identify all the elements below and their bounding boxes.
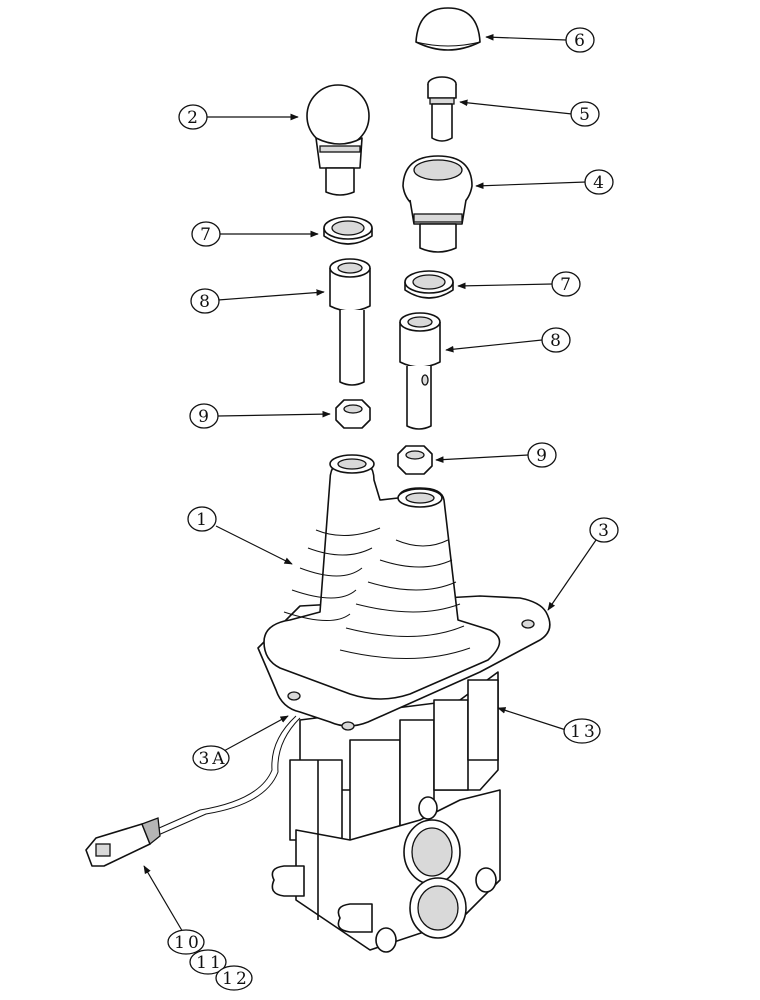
part-2-left-knob (306, 84, 370, 196)
callout-3-label: 3 (598, 521, 612, 541)
callout-7-left-label: 7 (200, 225, 214, 245)
callout-3A: 3A (192, 745, 230, 771)
callout-9-left: 9 (189, 403, 219, 429)
part-7-washer-right (404, 270, 454, 299)
callout-9-left-label: 9 (198, 407, 212, 427)
part-1-bellows-boot (263, 454, 501, 700)
part-5-plunger (427, 76, 457, 142)
part-8-sleeve-left (329, 258, 371, 386)
callout-13-label: 13 (570, 722, 598, 742)
callout-4: 4 (584, 169, 614, 195)
part-9-nut-left (335, 399, 371, 429)
part-8-sleeve-right (399, 312, 441, 430)
callout-7-right-label: 7 (560, 275, 574, 295)
part-6-dome-cap (415, 7, 481, 51)
leader-lines (143, 33, 597, 935)
callout-7-left: 7 (191, 221, 221, 247)
part-4-right-knob (402, 155, 473, 253)
callout-3A-label: 3A (198, 749, 227, 769)
callout-4-label: 4 (593, 173, 607, 193)
callout-2-label: 2 (187, 108, 201, 128)
callout-3: 3 (589, 517, 619, 543)
callout-6-label: 6 (574, 31, 588, 51)
part-7-washer-left (323, 216, 373, 245)
callout-8-left-label: 8 (199, 292, 213, 312)
callout-9-right: 9 (527, 442, 557, 468)
callout-9-right-label: 9 (536, 446, 550, 466)
callout-11-label: 11 (196, 953, 224, 973)
callout-8-left: 8 (190, 288, 220, 314)
callout-2: 2 (178, 104, 208, 130)
part-10-wire-connector (85, 715, 301, 867)
callout-8-right-label: 8 (550, 331, 564, 351)
callout-7-right: 7 (551, 271, 581, 297)
callout-12-label: 12 (222, 969, 250, 989)
callout-8-right: 8 (541, 327, 571, 353)
callout-10-label: 10 (174, 933, 202, 953)
callout-11: 11 (189, 949, 227, 975)
callout-1: 1 (187, 506, 217, 532)
callout-10: 10 (167, 929, 205, 955)
callout-5: 5 (570, 101, 600, 127)
callout-12: 12 (215, 965, 253, 991)
callout-13: 13 (563, 718, 601, 744)
part-9-nut-right (397, 445, 433, 475)
valve-body (271, 671, 501, 953)
callout-1-label: 1 (196, 510, 210, 530)
callout-6: 6 (565, 27, 595, 53)
callout-5-label: 5 (579, 105, 593, 125)
